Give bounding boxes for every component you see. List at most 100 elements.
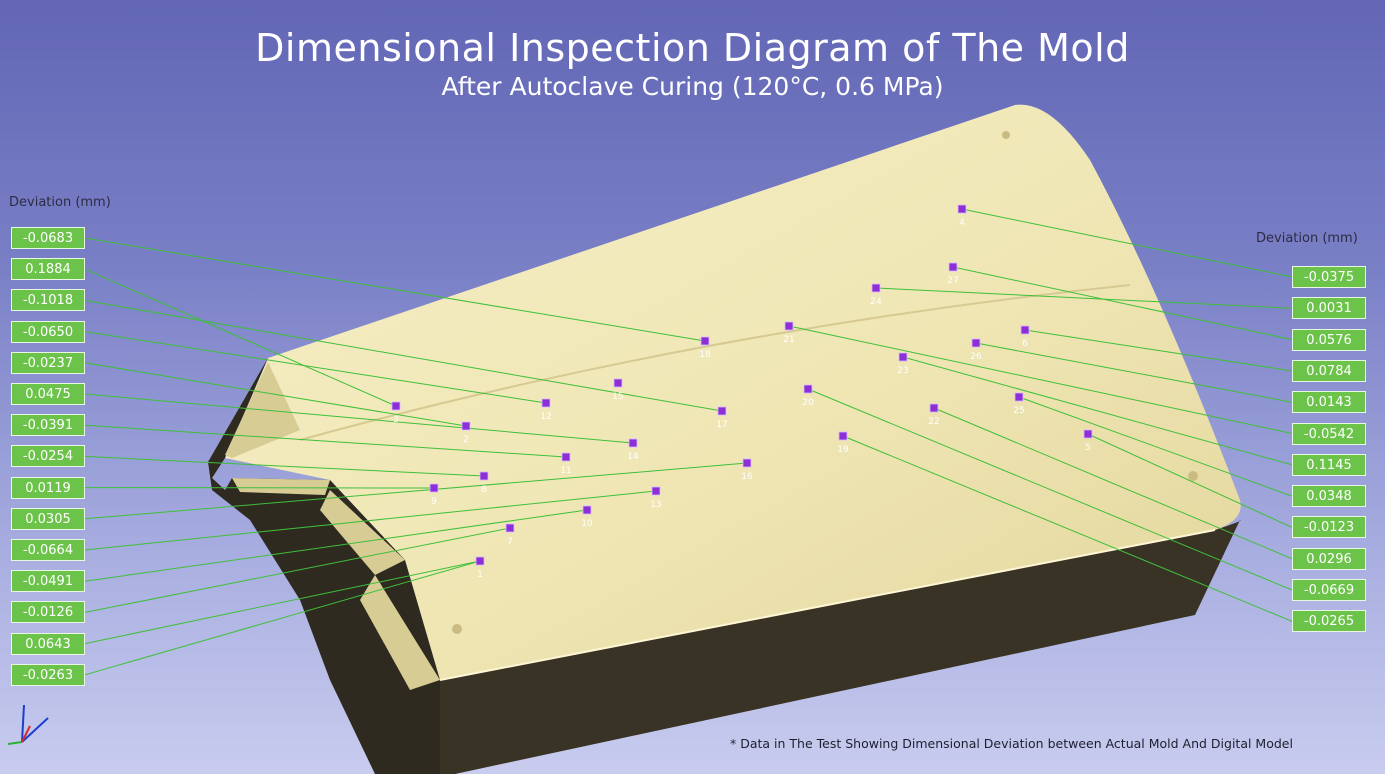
deviation-badge-right: 0.0348	[1292, 485, 1366, 508]
inspection-point-label: 22	[928, 417, 939, 427]
leader-line	[933, 407, 1293, 560]
inspection-point-marker	[505, 523, 515, 533]
footnote: * Data in The Test Showing Dimensional D…	[730, 736, 1293, 751]
leader-line	[807, 388, 1293, 591]
inspection-point-marker	[582, 505, 592, 515]
axes-icon	[7, 704, 49, 745]
end-face-rib	[320, 490, 405, 575]
leader-line	[975, 342, 1293, 403]
deviation-badge-left: -0.0254	[11, 445, 85, 468]
right-axis-title: Deviation (mm)	[1256, 231, 1358, 246]
deviation-badge-left: 0.1884	[11, 258, 85, 281]
deviation-badge-right: -0.0265	[1292, 610, 1366, 633]
deviation-badge-right: -0.0375	[1292, 266, 1366, 288]
leader-line	[952, 266, 1293, 341]
left-axis-title: Deviation (mm)	[9, 195, 111, 210]
leader-line	[84, 560, 481, 645]
inspection-point-marker	[1014, 392, 1024, 402]
inspection-point-label: 13	[650, 500, 661, 510]
inspection-point-label: 7	[507, 537, 513, 547]
inspection-point-marker	[461, 421, 471, 431]
deviation-badge-right: 0.0576	[1292, 328, 1366, 351]
leader-line	[84, 527, 511, 613]
deviation-badge-right: 0.0296	[1292, 547, 1366, 570]
inspection-point-label: 4	[959, 218, 965, 228]
leader-line	[84, 393, 634, 444]
inspection-point-label: 8	[481, 485, 487, 495]
inspection-point-label: 10	[581, 519, 593, 529]
inspection-point-marker	[475, 556, 485, 566]
leader-line	[84, 424, 567, 458]
inspection-point-marker	[971, 338, 981, 348]
leader-line	[84, 509, 588, 582]
deviation-badge-left: -0.0491	[11, 570, 85, 593]
leader-line	[84, 237, 706, 342]
inspection-point-label: 6	[1022, 339, 1028, 349]
leader-line	[84, 331, 547, 404]
leader-line	[1018, 396, 1293, 497]
deviation-badge-left: -0.1018	[11, 289, 85, 312]
page-subtitle: After Autoclave Curing (120°C, 0.6 MPa)	[441, 72, 944, 101]
inspection-point-marker	[541, 398, 551, 408]
leader-line	[961, 208, 1293, 278]
deviation-badge-left: -0.0237	[11, 351, 85, 374]
inspection-point-label: 24	[870, 297, 882, 307]
inspection-point-label: 1	[477, 570, 483, 580]
leader-line	[902, 356, 1293, 466]
deviation-badge-right: 0.0031	[1292, 297, 1366, 320]
deviation-badge-left: -0.0664	[11, 539, 85, 561]
inspection-point-marker	[700, 336, 710, 346]
deviation-badge-right: 0.1145	[1292, 453, 1366, 476]
leader-line	[84, 455, 485, 477]
deviation-badge-right: -0.0542	[1292, 422, 1366, 445]
deviation-badge-right: -0.0669	[1292, 579, 1366, 601]
inspection-point-label: 17	[716, 420, 727, 430]
inspection-point-marker	[1020, 325, 1030, 335]
inspection-point-marker	[613, 378, 623, 388]
leader-line	[84, 362, 467, 427]
inspection-point-label: 23	[897, 366, 908, 376]
leader-line	[84, 299, 723, 412]
inspection-point-label: 15	[612, 392, 623, 402]
inspection-point-marker	[391, 401, 401, 411]
inspection-point-label: 9	[431, 497, 437, 507]
mold-side-face	[440, 520, 1241, 774]
deviation-badge-left: -0.0683	[11, 227, 85, 249]
mold-ridge	[299, 284, 1131, 441]
inspection-point-label: 5	[1085, 443, 1091, 453]
inspection-point-marker	[628, 438, 638, 448]
inspection-point-marker	[803, 384, 813, 394]
leader-line	[1024, 329, 1293, 372]
inspection-point-marker	[957, 204, 967, 214]
inspection-point-label: 3	[393, 415, 399, 425]
inspection-point-marker	[898, 352, 908, 362]
leader-line	[84, 462, 748, 520]
end-face-rib	[232, 478, 330, 495]
inspection-point-marker	[479, 471, 489, 481]
deviation-badge-left: -0.0126	[11, 601, 85, 624]
inspection-point-marker	[1083, 429, 1093, 439]
end-face-rib	[360, 575, 440, 690]
inspection-point-marker	[561, 452, 571, 462]
inspection-point-marker	[948, 262, 958, 272]
inspection-point-label: 21	[783, 335, 794, 345]
inspection-point-marker	[651, 486, 661, 496]
inspection-point-label: 19	[837, 445, 849, 455]
mold-hole	[1188, 471, 1198, 481]
inspection-point-marker	[929, 403, 939, 413]
inspection-point-marker	[784, 321, 794, 331]
deviation-badge-left: 0.0305	[11, 507, 85, 530]
deviation-badge-left: -0.0391	[11, 414, 85, 437]
leader-line	[875, 287, 1293, 309]
deviation-badge-left: -0.0650	[11, 320, 85, 343]
inspection-point-label: 12	[540, 412, 551, 422]
leader-line	[84, 268, 397, 407]
inspection-point-label: 26	[970, 352, 982, 362]
deviation-badge-left: 0.0643	[11, 632, 85, 655]
deviation-badge-right: 0.0784	[1292, 359, 1366, 382]
leader-line	[842, 435, 1293, 622]
inspection-point-label: 2	[463, 435, 469, 445]
leader-line	[788, 325, 1293, 434]
inspection-point-label: 27	[947, 276, 958, 286]
